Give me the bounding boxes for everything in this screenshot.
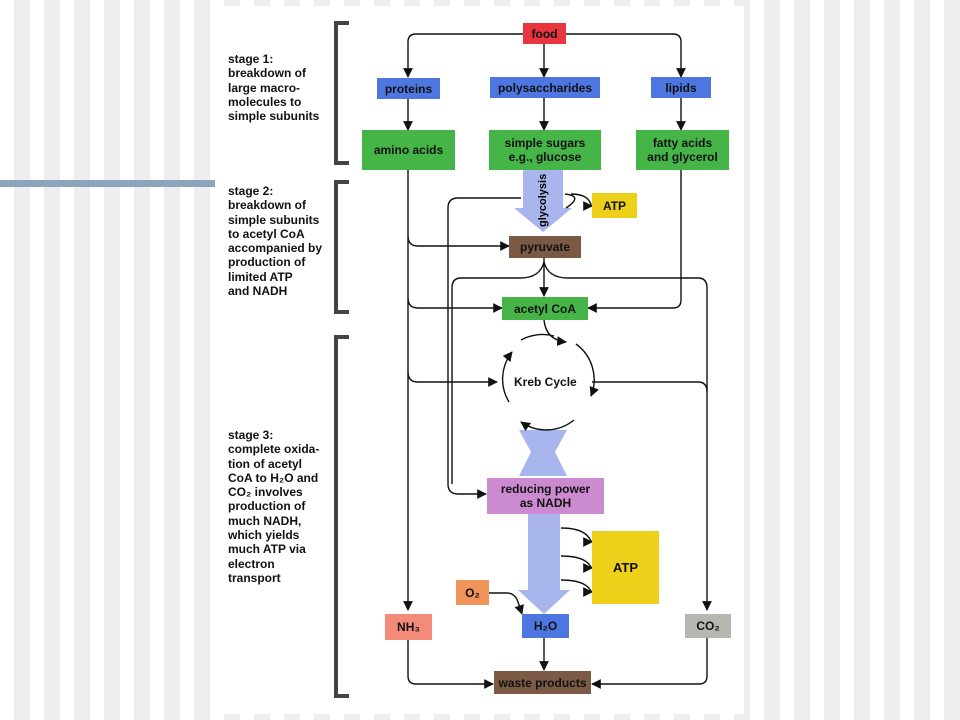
glycolysis-atp-curl: [564, 193, 592, 208]
amino-acids-node: amino acids: [362, 130, 455, 170]
amino-acids-to-acetyl-coa: [407, 297, 503, 313]
stage-3-line: which yields: [228, 528, 300, 543]
stage-1-bracket: [334, 21, 349, 165]
fatty-acids-node: fatty acids and glycerol: [636, 130, 729, 170]
slide-accent-bar: [0, 180, 217, 187]
polysaccharides-node: polysaccharides: [490, 77, 600, 98]
nadh-to-h2o-arrow: [518, 514, 570, 614]
kreb-arc-right: [575, 343, 599, 397]
kreb-cycle-label: Kreb Cycle: [514, 375, 577, 389]
kreb-arc-top: [520, 333, 555, 341]
stage-2-line: production of: [228, 255, 306, 270]
stage-2-title: stage 2:: [228, 184, 274, 198]
stage-3-line: much NADH,: [228, 513, 302, 528]
stage-2-line: to acetyl CoA: [228, 226, 305, 241]
stage-1-line: molecules to: [228, 94, 302, 109]
pyruvate-to-nadh-branch: [451, 261, 545, 484]
stage-2-caption: stage 2: breakdown of simple subunits to…: [228, 184, 322, 298]
stage-1-line: breakdown of: [228, 66, 307, 81]
atp-curl-2: [560, 555, 593, 573]
nh3-to-waste: [407, 640, 494, 689]
o2-to-h2o: [489, 592, 524, 615]
atp-curl-3: [560, 579, 593, 597]
stage-3-line: CO₂ involves: [228, 485, 303, 500]
o2-node: O₂: [456, 580, 489, 605]
co2-node: CO₂: [685, 614, 731, 638]
stage-3-title: stage 3:: [228, 428, 274, 442]
glycolysis-arrow: [514, 170, 572, 232]
simple-sugars-node: simple sugars e.g., glucose: [489, 130, 601, 170]
stage-2-line: and NADH: [228, 284, 288, 299]
food-node: food: [523, 23, 566, 44]
stage-3-line: transport: [228, 570, 281, 585]
nadh-node: reducing power as NADH: [487, 478, 604, 514]
stage-2-bracket: [334, 180, 349, 314]
amino-acids-to-kreb: [407, 371, 498, 387]
stage-3-line: much ATP via: [228, 542, 306, 557]
stage-1-caption: stage 1: breakdown of large macro- molec…: [228, 52, 319, 123]
stage-2-line: accompanied by: [228, 241, 323, 256]
lipids-node: lipids: [651, 77, 711, 98]
glycolysis-to-nadh: [447, 197, 521, 499]
co2-to-waste: [591, 638, 708, 689]
stage-3-line: tion of acetyl: [228, 456, 303, 471]
nh3-node: NH₃: [385, 614, 432, 640]
stage-2-line: simple subunits: [228, 212, 320, 227]
stage-1-line: simple subunits: [228, 109, 320, 124]
kreb-to-co2: [592, 381, 708, 393]
kreb-to-nadh-arrow: [519, 430, 567, 476]
kreb-arc-left: [501, 351, 513, 403]
atp-small-node: ATP: [592, 193, 637, 218]
kreb-arc-bottom: [520, 419, 575, 432]
atp-curl-1: [560, 527, 593, 547]
stage-3-bracket: [334, 335, 349, 698]
glycolysis-label: glycolysis: [537, 173, 549, 227]
amino-acids-to-pyruvate: [407, 235, 510, 251]
stage-2-line: limited ATP: [228, 269, 293, 284]
stage-3-line: complete oxida-: [228, 442, 320, 457]
stage-1-line: large macro-: [228, 80, 301, 95]
stage-3-caption: stage 3: complete oxida- tion of acetyl …: [228, 428, 319, 585]
pyruvate-to-co2: [543, 261, 712, 611]
stage-1-title: stage 1:: [228, 52, 274, 66]
atp-large-node: ATP: [592, 531, 659, 604]
food-to-proteins: [403, 33, 523, 78]
waste-products-node: waste products: [494, 671, 591, 694]
stage-3-line: production of: [228, 499, 306, 514]
pyruvate-node: pyruvate: [509, 236, 581, 258]
stage-2-line: breakdown of: [228, 198, 307, 213]
acetyl-coa-to-kreb: [543, 319, 567, 346]
stage-brackets: [334, 21, 349, 698]
fatty-acids-to-acetyl-coa: [587, 170, 682, 313]
stage-3-line: CoA to H₂O and: [228, 470, 319, 485]
acetyl-coa-node: acetyl CoA: [502, 297, 588, 320]
stage-3-line: electron: [228, 556, 275, 571]
flow-arrows: [514, 170, 572, 614]
h2o-node: H₂O: [522, 614, 569, 638]
food-to-lipids: [566, 33, 686, 78]
proteins-node: proteins: [377, 78, 440, 99]
